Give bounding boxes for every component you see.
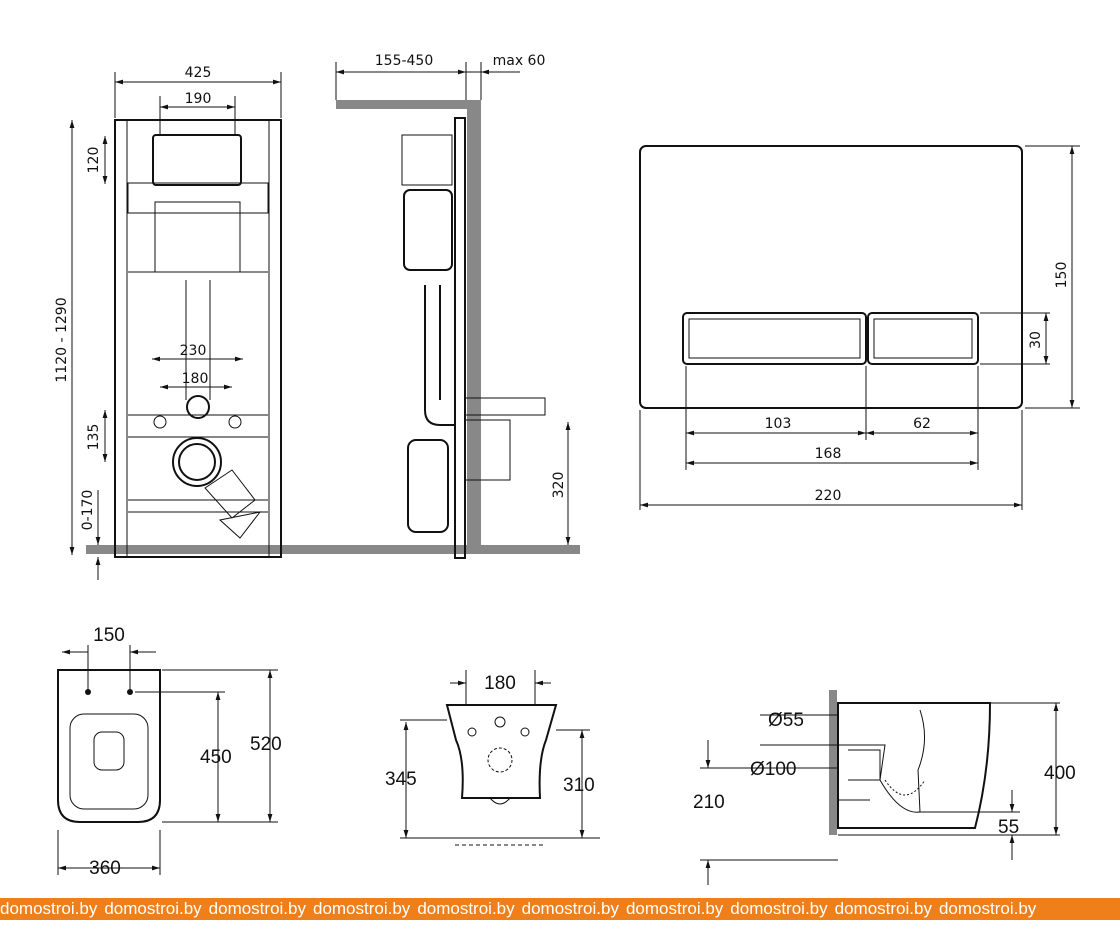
dim-wall-max: max 60 — [493, 53, 546, 69]
dim-buttons-total: 168 — [815, 446, 842, 462]
watermark-text: domostroi.by — [834, 899, 932, 918]
dim-back-bolt-spacing: 180 — [484, 673, 516, 694]
dim-bowl-length: 520 — [250, 734, 282, 755]
dim-panel-width: 220 — [815, 488, 842, 504]
dim-trap: 55 — [998, 817, 1019, 838]
watermark-text: domostroi.by — [938, 899, 1037, 918]
dim-stud-outer: 230 — [180, 343, 207, 359]
dim-drain-height: 320 — [551, 472, 567, 499]
dim-inlet: Ø55 — [768, 710, 804, 731]
dim-back-drain-height: 310 — [563, 775, 595, 796]
dim-drain-offset: 135 — [86, 424, 102, 451]
dim-bowl-height: 400 — [1044, 763, 1076, 784]
dim-outlet: Ø100 — [750, 759, 796, 780]
watermark-text: domostroi.by — [730, 899, 828, 918]
dim-plate-height: 120 — [86, 147, 102, 174]
dim-panel-height: 150 — [1054, 262, 1070, 289]
dim-bolt-spacing: 150 — [93, 625, 125, 646]
dim-bolt-to-front: 450 — [200, 747, 232, 768]
dim-outlet-height: 210 — [693, 792, 725, 813]
frame-front-view: 425 190 120 1120 - 1290 230 180 135 0-17… — [54, 65, 580, 580]
watermark-text: domostroi.by — [208, 899, 306, 918]
dim-right-button: 62 — [913, 416, 931, 432]
dim-bowl-width: 360 — [89, 858, 121, 879]
dim-button-height: 30 — [1028, 331, 1044, 349]
watermark-text: domostroi.by — [521, 899, 619, 918]
watermark-text: domostroi.by — [312, 899, 411, 918]
watermark-text: domostroi.by — [625, 899, 724, 918]
dim-frame-height: 1120 - 1290 — [54, 297, 70, 382]
watermark-text: domostroi.by — [417, 899, 515, 918]
dim-plate-width: 190 — [185, 91, 212, 107]
watermark-strip: domostroi.by domostroi.by domostroi.by domo… — [0, 898, 1120, 920]
dim-stud-inner: 180 — [182, 371, 209, 387]
watermark-text: domostroi.by — [0, 899, 98, 918]
frame-side-view: 155-450 max 60 320 — [335, 53, 571, 559]
watermark-text: domostroi.by — [104, 899, 202, 918]
bowl-top-view: 150 450 520 360 — [57, 625, 282, 879]
bowl-side-view: Ø55 Ø100 210 400 55 — [693, 690, 1076, 885]
dim-floor-adjust: 0-170 — [80, 490, 96, 531]
dim-back-bolt-height: 345 — [385, 769, 417, 790]
flush-panel-drawing: 150 30 103 62 168 220 — [639, 145, 1080, 510]
dim-left-button: 103 — [765, 416, 792, 432]
bowl-back-view: 180 345 310 — [385, 670, 600, 846]
dim-frame-width: 425 — [185, 65, 212, 81]
dim-frame-depth: 155-450 — [375, 53, 434, 69]
